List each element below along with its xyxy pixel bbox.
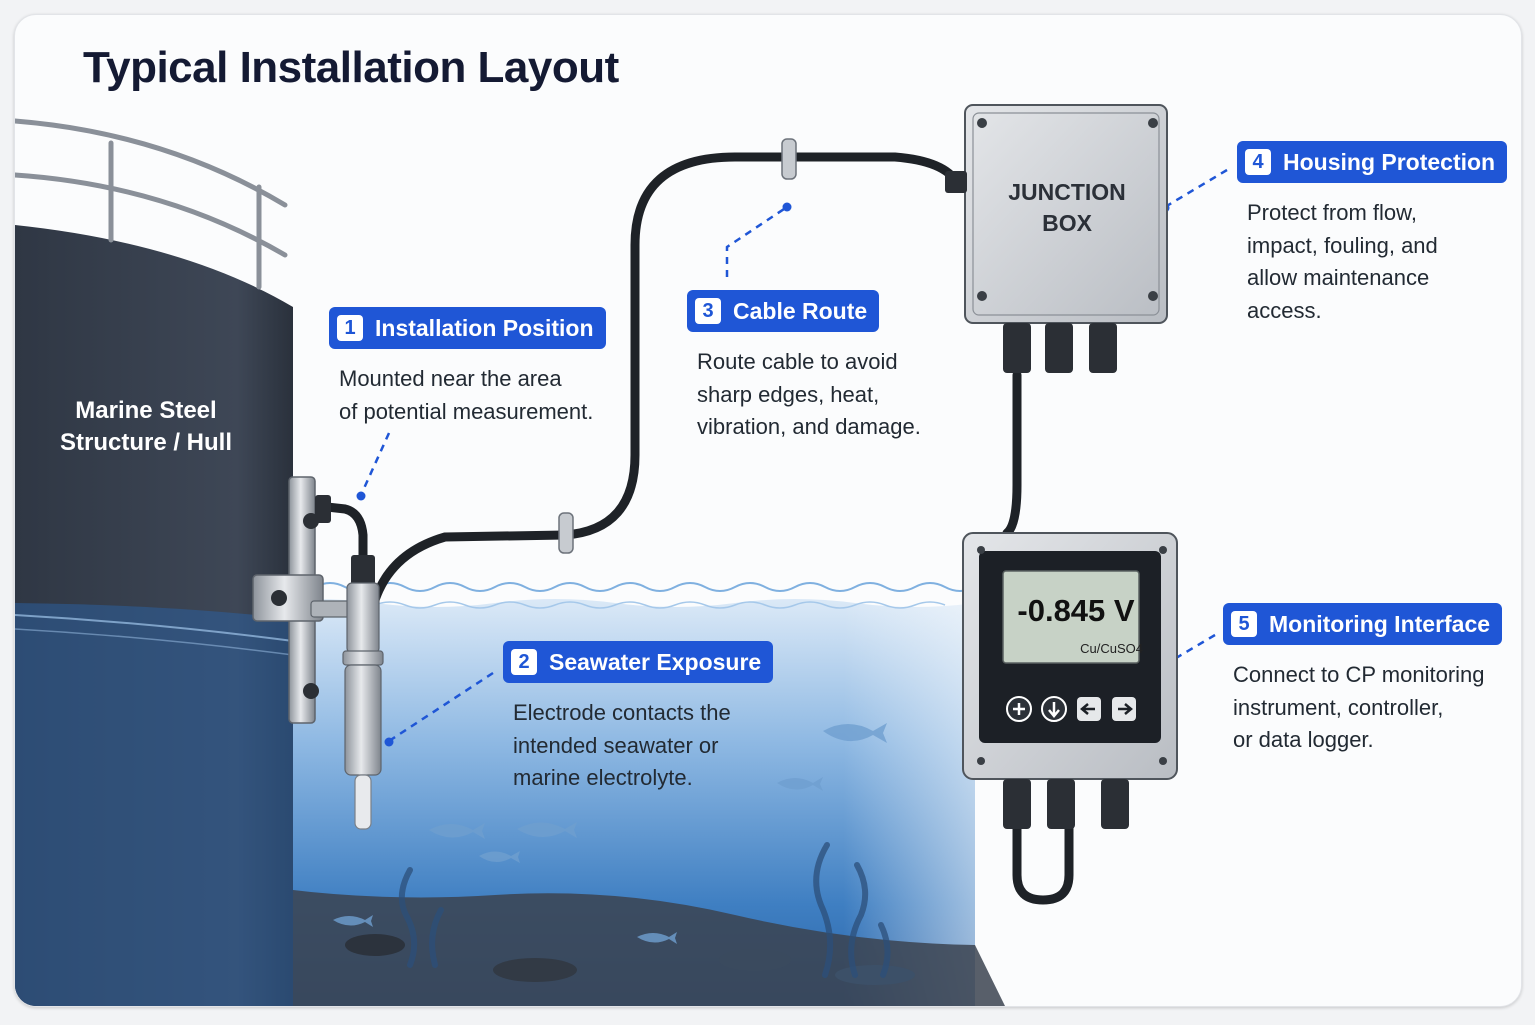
callout-heading: Monitoring Interface	[1269, 611, 1490, 638]
callout-badge: 5 Monitoring Interface	[1223, 603, 1502, 645]
back-arrow-button-icon[interactable]	[1077, 697, 1101, 721]
steel-hull	[15, 225, 293, 1006]
callout-text: Connect to CP monitoring instrument, con…	[1233, 659, 1502, 757]
callout-heading: Cable Route	[733, 298, 867, 325]
diagram-card: Typical Installation Layout Marine Steel…	[14, 14, 1522, 1007]
enter-arrow-button-icon[interactable]	[1112, 697, 1136, 721]
callout-monitoring-interface: 5 Monitoring Interface Connect to CP mon…	[1223, 603, 1502, 757]
callout-number: 5	[1231, 611, 1257, 637]
junction-box-label: JUNCTION BOX	[967, 177, 1167, 239]
callout-heading: Seawater Exposure	[549, 649, 761, 676]
callout-text: Electrode contacts the intended seawater…	[513, 697, 773, 795]
callout-cable-route: 3 Cable Route Route cable to avoid sharp…	[687, 290, 921, 444]
callout-seawater-exposure: 2 Seawater Exposure Electrode contacts t…	[503, 641, 773, 795]
callout-text: Protect from flow, impact, fouling, and …	[1247, 197, 1507, 327]
callout-badge: 2 Seawater Exposure	[503, 641, 773, 683]
down-arrow-button-icon[interactable]	[1042, 697, 1066, 721]
callout-installation-position: 1 Installation Position Mounted near the…	[329, 307, 606, 428]
callout-heading: Installation Position	[375, 315, 594, 342]
meter-reading: -0.845 V	[1003, 593, 1149, 629]
callout-badge: 4 Housing Protection	[1237, 141, 1507, 183]
callout-badge: 1 Installation Position	[329, 307, 606, 349]
junction-box	[945, 105, 1167, 373]
callout-text: Route cable to avoid sharp edges, heat, …	[697, 346, 921, 444]
callout-housing-protection: 4 Housing Protection Protect from flow, …	[1237, 141, 1507, 327]
callout-heading: Housing Protection	[1283, 149, 1495, 176]
callout-number: 1	[337, 315, 363, 341]
meter-unit: Cu/CuSO4	[1063, 641, 1143, 656]
callout-number: 3	[695, 298, 721, 324]
plus-button-icon[interactable]	[1007, 697, 1031, 721]
diagram-title: Typical Installation Layout	[83, 43, 619, 93]
hull-label: Marine Steel Structure / Hull	[51, 395, 241, 459]
callout-text: Mounted near the area of potential measu…	[339, 363, 606, 428]
callout-number: 4	[1245, 149, 1271, 175]
callout-number: 2	[511, 649, 537, 675]
callout-badge: 3 Cable Route	[687, 290, 879, 332]
